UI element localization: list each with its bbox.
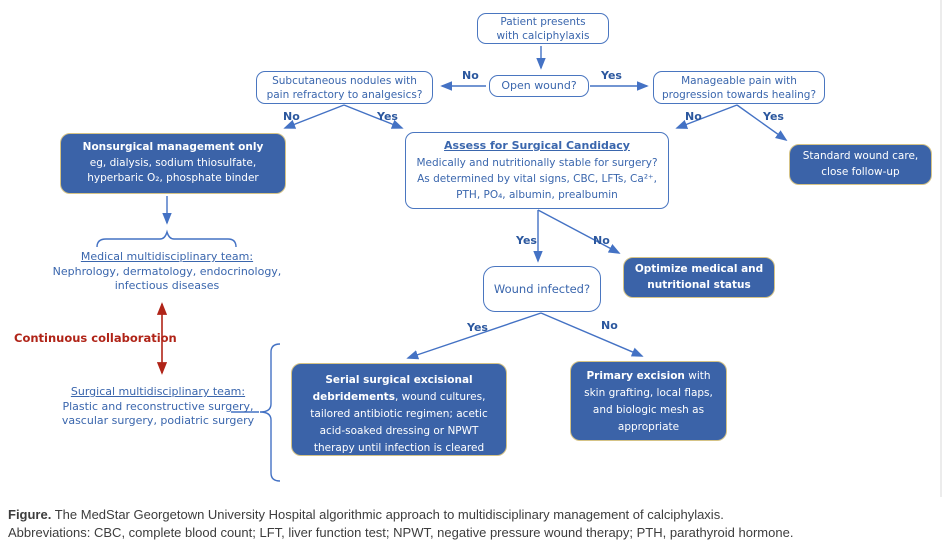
node-subcutaneous-nodules: Subcutaneous nodules with pain refractor… xyxy=(256,71,433,104)
caption-text: The MedStar Georgetown University Hospit… xyxy=(54,507,724,522)
node-manageable-pain: Manageable pain with progression towards… xyxy=(653,71,825,104)
calciphylaxis-flowchart: Patient presents with calciphylaxis Open… xyxy=(14,0,942,497)
node-assess-surgical-candidacy: Assess for Surgical Candidacy Medically … xyxy=(405,132,669,209)
node-nonsurgical-management: Nonsurgical management only eg, dialysis… xyxy=(60,133,286,194)
branch-label-no: No xyxy=(462,69,479,82)
medical-team-note: Medical multidisciplinary team: Nephrolo… xyxy=(52,250,282,292)
caption-line: Figure. The MedStar Georgetown Universit… xyxy=(8,506,943,524)
node-wound-infected: Wound infected? xyxy=(483,266,601,312)
figure-caption: Figure. The MedStar Georgetown Universit… xyxy=(8,506,943,542)
node-serial-debridements: Serial surgical excisional debridements,… xyxy=(291,363,507,456)
caption-abbreviations: Abbreviations: CBC, complete blood count… xyxy=(8,525,794,540)
continuous-collaboration-label: Continuous collaboration xyxy=(14,331,177,345)
node-patient-presents: Patient presents with calciphylaxis xyxy=(477,13,609,44)
branch-label-yes: Yes xyxy=(516,234,537,247)
branch-label-no: No xyxy=(601,319,618,332)
surgical-team-note: Surgical multidisciplinary team: Plastic… xyxy=(61,385,255,427)
node-primary-excision: Primary excision with skin grafting, loc… xyxy=(570,361,727,441)
node-optimize-status: Optimize medical and nutritional status xyxy=(623,257,775,298)
node-open-wound: Open wound? xyxy=(489,75,589,97)
caption-figure-label: Figure. xyxy=(8,507,52,522)
branch-label-yes: Yes xyxy=(601,69,622,82)
branch-label-yes: Yes xyxy=(377,110,398,123)
branch-label-no: No xyxy=(685,110,702,123)
branch-label-no: No xyxy=(593,234,610,247)
branch-label-yes: Yes xyxy=(467,321,488,334)
branch-label-yes: Yes xyxy=(763,110,784,123)
node-standard-wound-care: Standard wound care, close follow-up xyxy=(789,144,932,185)
branch-label-no: No xyxy=(283,110,300,123)
